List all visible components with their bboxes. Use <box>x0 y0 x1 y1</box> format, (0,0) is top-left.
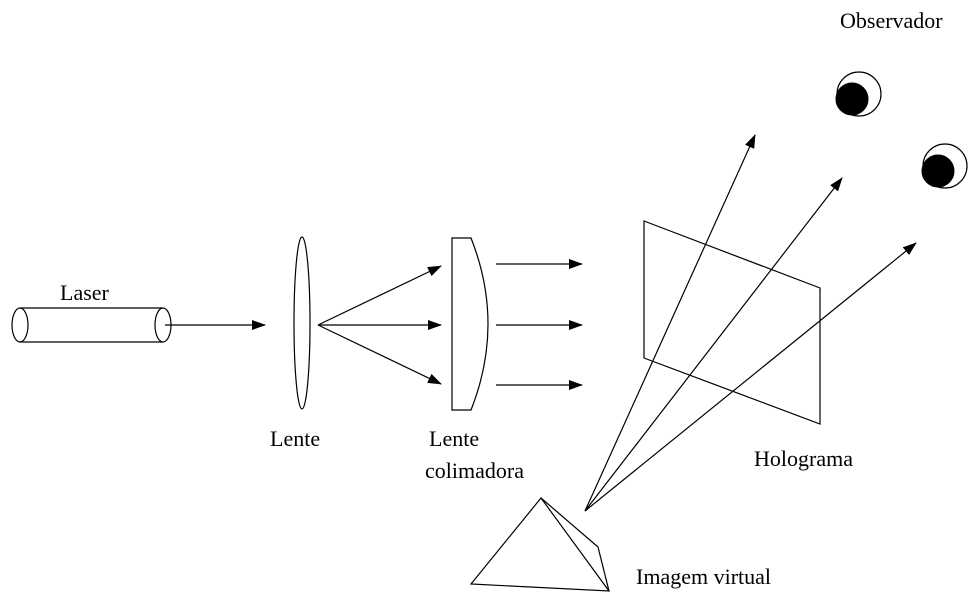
hologram-plate <box>643 220 821 425</box>
hologram-label: Holograma <box>754 446 853 471</box>
virtual-image-label: Imagem virtual <box>636 564 771 589</box>
observer-ray-1 <box>584 134 756 512</box>
diverging-ray-lower <box>317 324 442 385</box>
observer-ray-3 <box>584 242 917 512</box>
laser-device <box>11 307 172 343</box>
collimating-lens-label-line2: colimadora <box>425 458 524 483</box>
virtual-image-pyramid <box>469 497 611 592</box>
collimating-lens-label-line1: Lente <box>429 426 479 451</box>
lens <box>293 236 311 410</box>
observer-label: Observador <box>840 8 943 33</box>
observer-eye-upper <box>835 71 882 117</box>
diverging-ray-upper <box>317 265 442 326</box>
observer-eye-lower <box>921 143 968 189</box>
laser-label: Laser <box>60 280 110 305</box>
lens-label: Lente <box>270 426 320 451</box>
collimating-lens <box>451 237 489 411</box>
observer-ray-2 <box>584 177 843 512</box>
